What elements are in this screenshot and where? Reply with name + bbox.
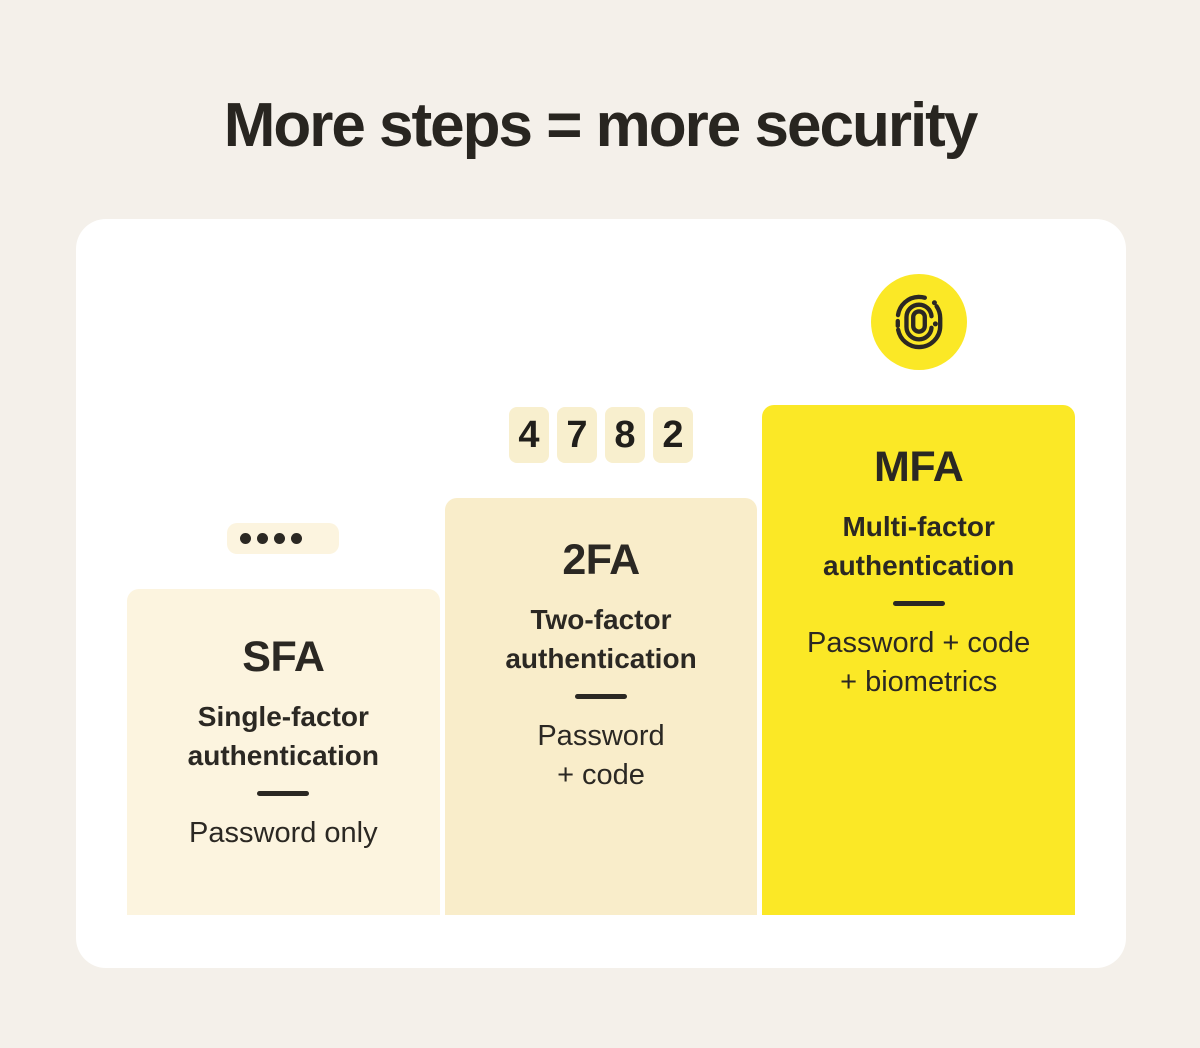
divider-line	[892, 601, 945, 606]
name-mfa: Multi-factor authentication	[762, 507, 1075, 585]
desc-line: + code	[557, 759, 645, 791]
name-line: authentication	[187, 740, 379, 771]
password-dot	[291, 533, 303, 544]
divider-line	[257, 791, 310, 796]
desc-line: Password only	[189, 817, 378, 849]
code-digit-box: 7	[557, 407, 597, 463]
acronym-mfa: MFA	[874, 443, 964, 491]
bar-sfa: SFA Single-factor authentication Passwor…	[127, 589, 440, 915]
code-digit-box: 8	[605, 407, 645, 463]
page-title: More steps = more security	[223, 91, 979, 160]
desc-2fa: Password + code	[445, 717, 758, 795]
name-2fa: Two-factor authentication	[445, 600, 758, 678]
name-line: authentication	[505, 643, 697, 674]
name-line: Multi-factor	[842, 511, 995, 542]
code-digit-box: 2	[653, 407, 693, 463]
divider-line	[575, 694, 627, 699]
desc-line: Password	[537, 720, 665, 752]
desc-mfa: Password + code + biometrics	[762, 624, 1075, 702]
password-dot	[257, 533, 269, 544]
name-line: Single-factor	[197, 701, 369, 732]
desc-line: + biometrics	[840, 666, 998, 698]
code-digit-box: 4	[509, 407, 549, 463]
name-sfa: Single-factor authentication	[127, 697, 440, 775]
password-dot	[274, 533, 286, 544]
acronym-sfa: SFA	[242, 633, 325, 681]
bar-2fa: 2FA Two-factor authentication Password +…	[444, 498, 758, 915]
fingerprint-badge	[870, 274, 967, 370]
acronym-2fa: 2FA	[562, 536, 640, 584]
password-dot	[240, 533, 252, 544]
name-line: Two-factor	[530, 604, 672, 635]
column-sfa: SFA Single-factor authentication Passwor…	[127, 523, 440, 915]
desc-sfa: Password only	[127, 814, 440, 853]
name-line: authentication	[823, 550, 1015, 581]
bar-mfa: MFA Multi-factor authentication Password…	[762, 405, 1076, 915]
column-mfa: MFA Multi-factor authentication Password…	[762, 274, 1076, 915]
fingerprint-icon	[895, 294, 943, 350]
password-pill	[227, 523, 340, 554]
code-digits: 4 7 8 2	[509, 407, 693, 463]
card: SFA Single-factor authentication Passwor…	[76, 219, 1126, 968]
column-2fa: 4 7 8 2 2FA Two-factor authentication Pa…	[444, 407, 758, 915]
auth-bars: SFA Single-factor authentication Passwor…	[127, 274, 1076, 915]
desc-line: Password + code	[807, 627, 1031, 659]
